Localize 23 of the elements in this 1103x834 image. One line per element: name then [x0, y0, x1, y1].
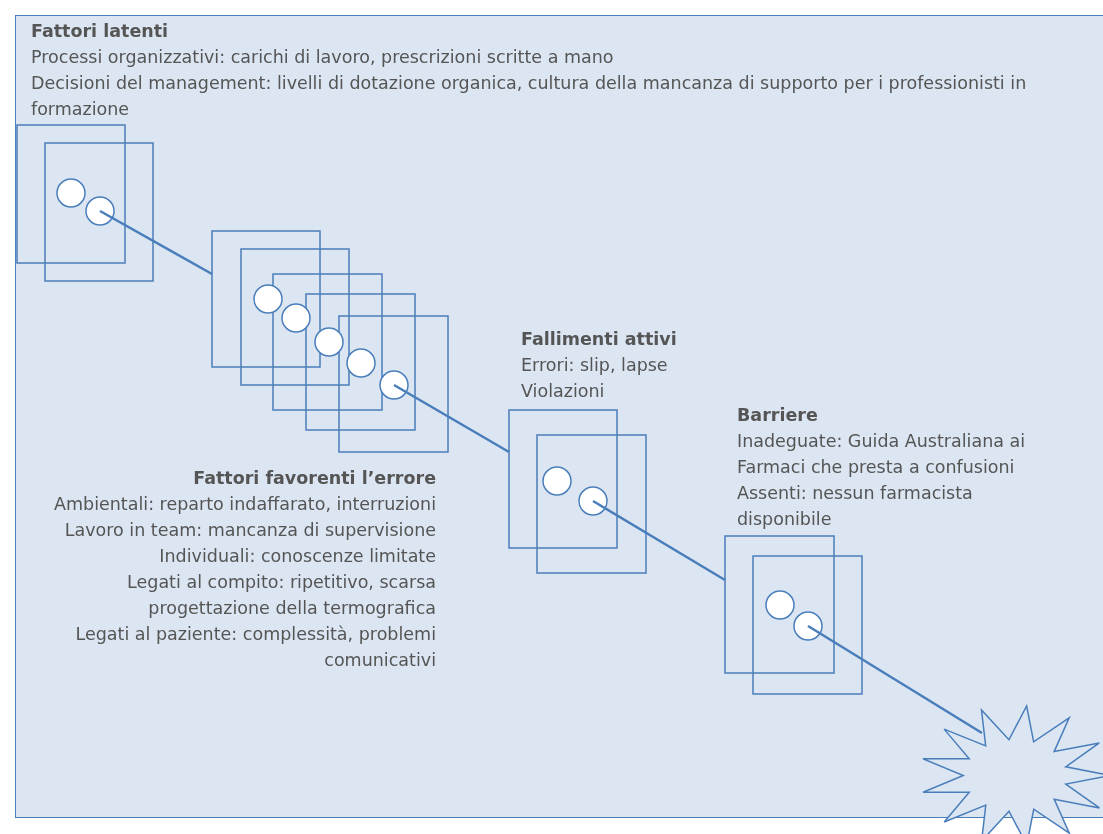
layer-stack-drawing [212, 231, 448, 452]
group-heading: Barriere [737, 404, 819, 427]
trajectory-line [592, 499, 726, 582]
factor-text: Processi organizzativi: carichi di lavoro, prescrizioni scritte a mano [31, 46, 615, 69]
group-heading: Fallimenti attivi [521, 328, 678, 351]
trajectory-line [393, 383, 510, 454]
factor-text: Inadeguate: Guida Australiana ai Farmaci che presta a confusioni [737, 430, 1027, 479]
starburst-shape [922, 705, 1103, 834]
factor-text: Lavoro in team: mancanza di supervisione [63, 519, 436, 542]
group-heading: Fattori favorenti l’errore [192, 467, 436, 490]
layer-stack-drawing [509, 410, 646, 573]
factor-text: Errori: slip, lapse [521, 354, 669, 377]
factor-text: Violazioni [521, 380, 606, 403]
group-heading: Fattori latenti [31, 20, 170, 43]
factor-text: Ambientali: reparto indaffarato, interruzioni [53, 493, 436, 516]
factor-text: Assenti: nessun farmacista disponibile [737, 482, 974, 531]
factor-text: Legati al compito: ripetitivo, scarsa progettazione della termografica [126, 571, 436, 620]
factor-text: Individuali: conoscenze limitate [158, 545, 436, 568]
factor-text: Decisioni del management: livelli di dotazione organica, cultura della mancanza di supporto per i professionisti in formazione [31, 72, 1028, 121]
layer-stack-drawing [725, 536, 862, 694]
factor-text: Legati al paziente: complessità, problemi comunicativi [74, 623, 436, 672]
layer-stack-drawing [17, 125, 153, 281]
trajectory-line [99, 209, 213, 276]
